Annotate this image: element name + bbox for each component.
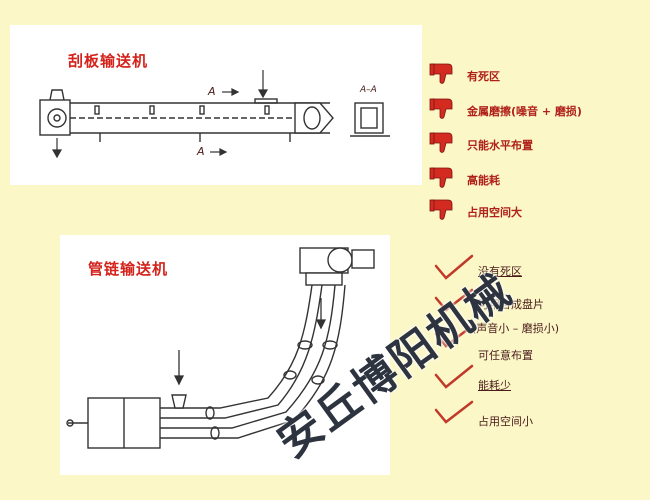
drawback-4: 高能耗 bbox=[467, 174, 500, 187]
check-mark-icon bbox=[434, 364, 474, 389]
check-mark-icon bbox=[434, 324, 474, 348]
check-mark-icon bbox=[434, 288, 474, 312]
tube-chain-arrows bbox=[173, 298, 327, 386]
check-mark-icons bbox=[434, 254, 474, 424]
thumbs-down-icon bbox=[429, 132, 453, 153]
drawback-5: 占用空间大 bbox=[467, 206, 522, 219]
thumbs-down-icon bbox=[429, 199, 453, 220]
check-mark-icon bbox=[434, 254, 474, 280]
scraper-title: 刮板输送机 bbox=[68, 52, 149, 70]
check-mark-icon bbox=[434, 400, 474, 424]
tube-chain-title: 管链输送机 bbox=[88, 260, 169, 278]
advantage-2: 可用合成盘片 bbox=[478, 298, 544, 311]
tube-chain-drawing bbox=[66, 247, 375, 449]
section-label-aa: A–A bbox=[360, 85, 377, 95]
thumbs-down-icon bbox=[429, 98, 453, 119]
advantage-5: 占用空间小 bbox=[478, 415, 533, 428]
advantage-3: 可任意布置 bbox=[478, 349, 533, 362]
drawback-2: 金属磨擦(噪音 + 磨损) bbox=[467, 105, 582, 118]
section-label-a1: A bbox=[208, 85, 216, 98]
drawback-3: 只能水平布置 bbox=[467, 139, 533, 152]
scraper-conveyor-drawing bbox=[39, 89, 390, 142]
advantage-2-note: (声音小 – 磨损小) bbox=[472, 322, 560, 335]
thumbs-down-icon bbox=[429, 167, 453, 188]
section-label-a2: A bbox=[197, 145, 205, 158]
thumbs-down-icon bbox=[429, 63, 453, 84]
advantage-4: 能耗少 bbox=[478, 379, 511, 392]
advantage-1: 没有死区 bbox=[478, 265, 522, 278]
scraper-arrows bbox=[51, 70, 269, 159]
thumbs-down-icons bbox=[429, 63, 453, 220]
drawback-1: 有死区 bbox=[467, 70, 500, 83]
scraper-panel bbox=[10, 25, 422, 185]
